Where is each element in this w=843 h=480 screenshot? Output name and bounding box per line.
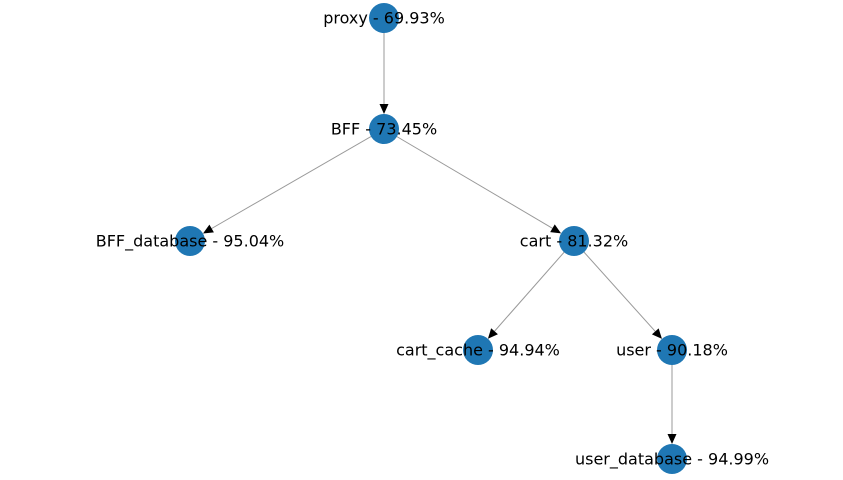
- arrowhead-icon-proxy-BFF: [379, 104, 389, 114]
- graph-node-proxy: [369, 3, 399, 33]
- arrowhead-icon-user-user_database: [667, 434, 677, 444]
- graph-node-label-user: user - 90.18%: [616, 341, 728, 360]
- graph-node-user_database: [657, 444, 687, 474]
- arrowhead-icon-cart-user: [651, 328, 662, 339]
- graph-node-BFF: [369, 114, 399, 144]
- graph-node-cart_cache: [463, 335, 493, 365]
- edge-BFF-BFF_database: [211, 128, 385, 229]
- graph-node-label-BFF: BFF - 73.45%: [331, 120, 437, 139]
- arrowhead-icon-BFF-BFF_database: [202, 224, 214, 234]
- graph-node-label-proxy: proxy - 69.93%: [323, 9, 445, 28]
- arrowhead-icon-cart-cart_cache: [487, 328, 498, 339]
- edge-cart-cart_cache: [494, 240, 575, 332]
- graph-node-cart: [559, 226, 589, 256]
- graph-node-label-user_database: user_database - 94.99%: [575, 450, 769, 470]
- graph-node-BFF_database: [175, 226, 205, 256]
- graph-node-user: [657, 335, 687, 365]
- graph-node-label-cart_cache: cart_cache - 94.94%: [396, 341, 560, 361]
- arrowhead-icon-BFF-cart: [550, 224, 562, 234]
- edge-cart-user: [573, 240, 656, 332]
- graph-node-label-BFF_database: BFF_database - 95.04%: [96, 232, 285, 252]
- graph-node-label-cart: cart - 81.32%: [520, 232, 628, 251]
- edge-BFF-cart: [383, 128, 553, 229]
